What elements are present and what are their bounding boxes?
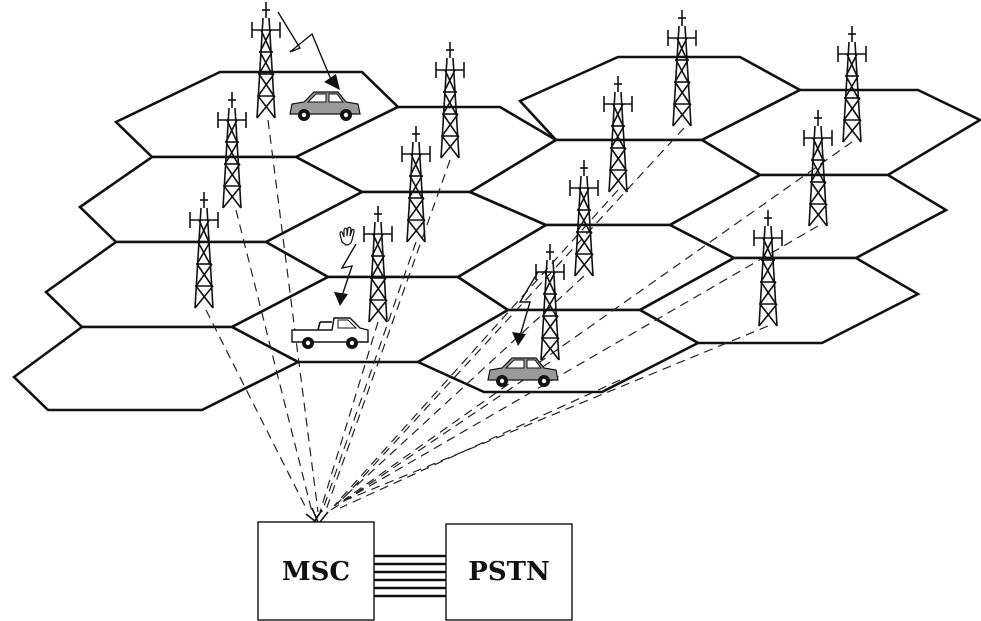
pstn-node: PSTN — [445, 523, 573, 621]
radio-links — [277, 11, 539, 346]
hex-cell — [11, 325, 301, 412]
msc-label: MSC — [282, 557, 350, 587]
pickup-truck-icon — [291, 317, 369, 349]
hand-cursor-icon — [339, 226, 355, 246]
signal-convergence-spark — [305, 507, 329, 523]
vehicles — [289, 91, 559, 388]
pstn-box — [445, 523, 573, 621]
trunk-lines — [374, 554, 446, 598]
tower-to-msc-links — [205, 119, 853, 513]
cell-grid — [11, 55, 981, 412]
lightning-bolt-icon — [277, 11, 333, 83]
pstn-label: PSTN — [468, 557, 549, 587]
msc-node: MSC — [257, 521, 375, 621]
lightning-bolt-icon — [518, 271, 539, 337]
lightning-bolt-icon — [340, 243, 357, 297]
